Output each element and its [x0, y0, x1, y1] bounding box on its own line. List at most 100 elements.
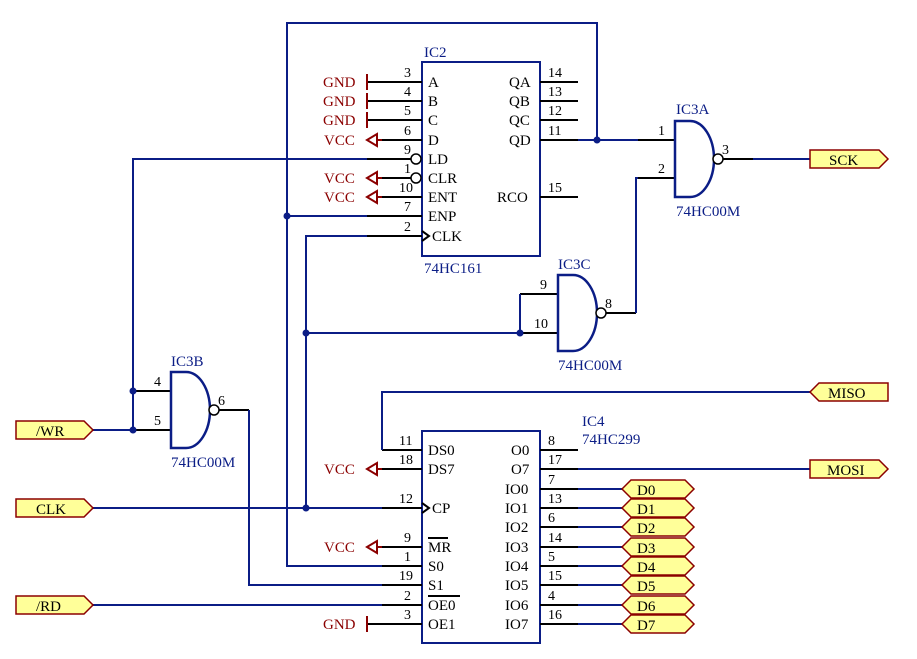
ic4-pin-io7-name: IO7	[505, 617, 529, 633]
ic4-pin-io1: 13 IO1	[505, 492, 578, 517]
wire-qd-loop-s0	[286, 22, 598, 567]
ic4-pin-io3: 14 IO3	[505, 531, 578, 556]
ic2-pin-qb-number: 13	[548, 85, 562, 100]
port-d3: D3	[620, 537, 696, 557]
ic4-pin-oe1: 3 OE1	[367, 608, 456, 633]
ic2-pin-clr: 1 CLR	[382, 162, 457, 187]
ic2-pin-c: 5 C	[367, 104, 438, 129]
port-miso: MISO	[808, 382, 889, 402]
port-d5-label: D5	[637, 579, 655, 595]
ic3a-pin-2: 2	[658, 162, 665, 177]
ic4-pin-s1-name: S1	[428, 578, 444, 594]
ic3b-body	[169, 370, 212, 450]
ic2-pin-clr-number: 1	[404, 162, 411, 177]
gnd-symbol-ic2-a: GND	[323, 74, 368, 91]
ic2-pin-qc-name: QC	[509, 113, 530, 129]
vcc-label: VCC	[324, 462, 355, 478]
ic4-pin-ds7: 18 DS7	[382, 453, 455, 478]
ic3c-nand-gate: 9 10 8 IC3C 74HC00M	[520, 257, 636, 374]
junction-dot	[129, 426, 137, 434]
ic4-pin-io7: 16 IO7	[505, 608, 578, 633]
vcc-label: VCC	[324, 190, 355, 206]
ic2-pin-clk-number: 2	[404, 220, 411, 235]
ic3a-nand-gate: 1 2 3 IC3A 74HC00M	[638, 102, 753, 220]
ic4-pin-io0: 7 IO0	[505, 473, 578, 498]
port-sck-label: SCK	[829, 153, 858, 169]
vcc-symbol-ic4-ds7: VCC	[324, 461, 382, 478]
ic4-pin-io3-number: 14	[548, 531, 562, 546]
ic4-pin-io2: 6 IO2	[505, 511, 578, 536]
ic2-pin-ent: 10 ENT	[382, 181, 457, 206]
ic4-74hc299: IC4 74HC299 11 DS0 18 DS7 12 CP 9 MR 1	[367, 414, 640, 644]
ic4-pin-o0: 8 O0	[511, 434, 578, 459]
ic2-pin-rco-number: 15	[548, 181, 562, 196]
ic4-pin-cp-number: 12	[399, 492, 413, 507]
ic2-pin-ld: 9 LD	[367, 143, 448, 168]
ic2-pin-ent-name: ENT	[428, 190, 457, 206]
ic4-pin-io0-number: 7	[548, 473, 555, 488]
ic4-ref-label: IC4	[582, 414, 605, 430]
port-d4: D4	[620, 556, 696, 576]
wire-ic3c-to-ic3a	[635, 177, 638, 313]
wire-clk-net	[305, 235, 382, 509]
ic2-pin-ent-number: 10	[399, 181, 413, 196]
ic4-pin-io6-number: 4	[548, 589, 555, 604]
wire-miso-ds0	[381, 391, 810, 450]
ic2-pin-ld-number: 9	[404, 143, 411, 158]
ic2-pin-c-name: C	[428, 113, 438, 129]
port-d6-label: D6	[637, 599, 656, 615]
ic4-clock-triangle	[421, 502, 431, 514]
port-rd: /RD	[15, 595, 95, 615]
vcc-label: VCC	[324, 540, 355, 556]
port-rd-label: /RD	[36, 599, 61, 615]
ic2-pin-qd-name: QD	[509, 133, 531, 149]
gnd-symbol-ic2-b: GND	[323, 93, 368, 110]
ic3a-body	[673, 119, 716, 199]
ic4-pin-io3-name: IO3	[505, 540, 528, 556]
ic4-pin-io4-name: IO4	[505, 559, 529, 575]
ic2-pin-c-number: 5	[404, 104, 411, 119]
ic4-pin-cp: 12 CP	[382, 492, 450, 517]
ic4-pin-io6: 4 IO6	[505, 589, 578, 614]
ic4-body	[421, 430, 541, 644]
ic4-pin-oe1-name: OE1	[428, 617, 456, 633]
ic4-pin-s0-number: 1	[404, 550, 411, 565]
ic2-pin-d-name: D	[428, 133, 439, 149]
junction-dots	[129, 136, 601, 512]
ic3b-pin-4: 4	[154, 375, 161, 390]
wires	[93, 22, 810, 625]
ic4-pin-o0-name: O0	[511, 443, 529, 459]
ic2-pin-b: 4 B	[367, 85, 438, 110]
ic4-pin-io5-number: 15	[548, 569, 562, 584]
port-d0: D0	[620, 479, 696, 499]
junction-dot	[516, 329, 524, 337]
ic4-pin-oe0-number: 2	[404, 589, 411, 604]
ic2-pin-qd: 11 QD	[509, 124, 578, 149]
ic4-pin-io4: 5 IO4	[505, 550, 578, 575]
port-d0-label: D0	[637, 483, 655, 499]
ic4-pin-ds7-number: 18	[399, 453, 413, 468]
junction-dot	[302, 504, 310, 512]
junction-dot	[283, 212, 291, 220]
ic4-pin-ds0: 11 DS0	[382, 434, 455, 459]
ic3b-pin-6: 6	[218, 394, 225, 409]
ic2-pin-clk: 2 CLK	[367, 220, 462, 245]
vcc-label: VCC	[324, 133, 355, 149]
ic2-pin-qc: 12 QC	[509, 104, 578, 129]
ic2-pin-a-name: A	[428, 75, 439, 91]
ic2-pin-ld-name: LD	[428, 152, 448, 168]
ic4-pin-io1-number: 13	[548, 492, 562, 507]
ic2-pin-d: 6 D	[382, 124, 439, 149]
vcc-symbol-ic2-ent: VCC	[324, 189, 382, 206]
ic2-pin-enp-name: ENP	[428, 209, 456, 225]
ic3a-pin-3: 3	[722, 143, 729, 158]
ic4-pin-s1-number: 19	[399, 569, 413, 584]
port-wr: /WR	[15, 420, 95, 440]
port-d2-label: D2	[637, 521, 655, 537]
port-mosi: MOSI	[809, 459, 890, 479]
gnd-label: GND	[323, 94, 356, 110]
vcc-label: VCC	[324, 171, 355, 187]
ic2-pin-clk-name: CLK	[432, 229, 462, 245]
port-d3-label: D3	[637, 541, 655, 557]
gnd-label: GND	[323, 617, 356, 633]
